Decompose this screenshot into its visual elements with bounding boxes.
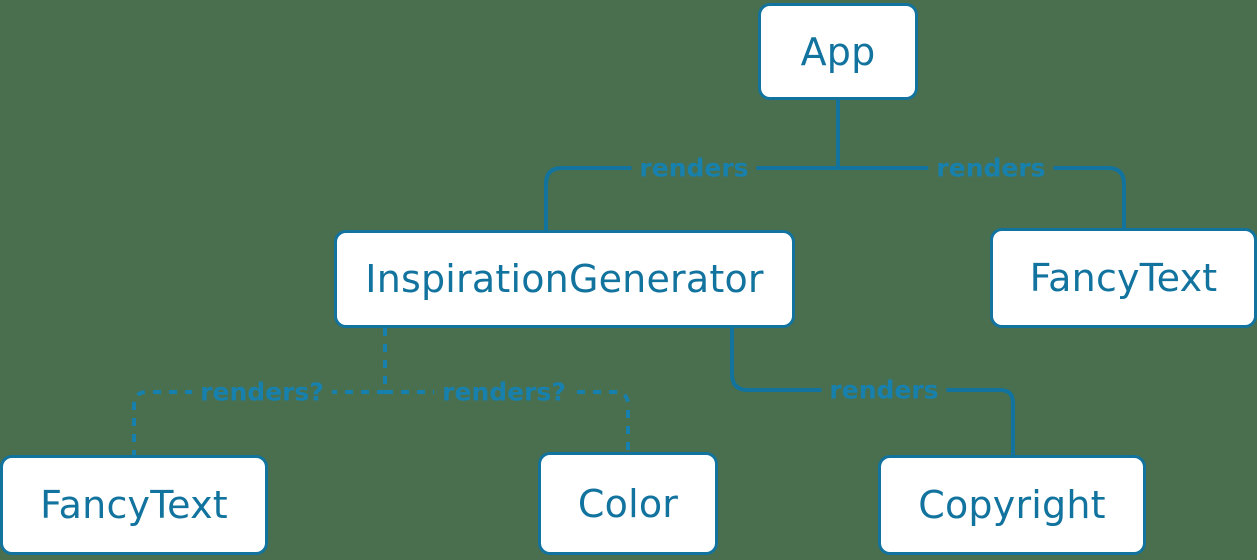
edge-label-app-inspiration-generator: renders — [631, 155, 757, 181]
node-inspiration-generator-label: InspirationGenerator — [365, 257, 764, 301]
node-fancytext-bottom[interactable]: FancyText — [0, 455, 268, 555]
node-copyright[interactable]: Copyright — [878, 455, 1146, 555]
node-inspiration-generator[interactable]: InspirationGenerator — [334, 230, 795, 328]
node-app-label: App — [800, 29, 876, 74]
node-app[interactable]: App — [758, 3, 918, 100]
node-color[interactable]: Color — [538, 452, 718, 555]
node-copyright-label: Copyright — [918, 483, 1106, 527]
node-color-label: Color — [577, 481, 679, 526]
edge-label-inspiration-generator-copyright: renders — [821, 377, 947, 403]
edge-label-inspiration-generator-color: renders? — [434, 379, 574, 405]
edge-label-inspiration-generator-fancytext: renders? — [192, 379, 332, 405]
edge-inspgen-fancytext — [132, 390, 385, 455]
edge-inspgen-color — [385, 390, 630, 452]
node-fancytext-bottom-label: FancyText — [40, 483, 228, 527]
edge-app-inspgen — [544, 166, 840, 232]
edge-label-app-fancytext: renders — [928, 155, 1054, 181]
edge-app-fancytext — [836, 166, 1126, 230]
node-fancytext-right-label: FancyText — [1029, 256, 1218, 300]
node-fancytext-right[interactable]: FancyText — [990, 228, 1257, 328]
